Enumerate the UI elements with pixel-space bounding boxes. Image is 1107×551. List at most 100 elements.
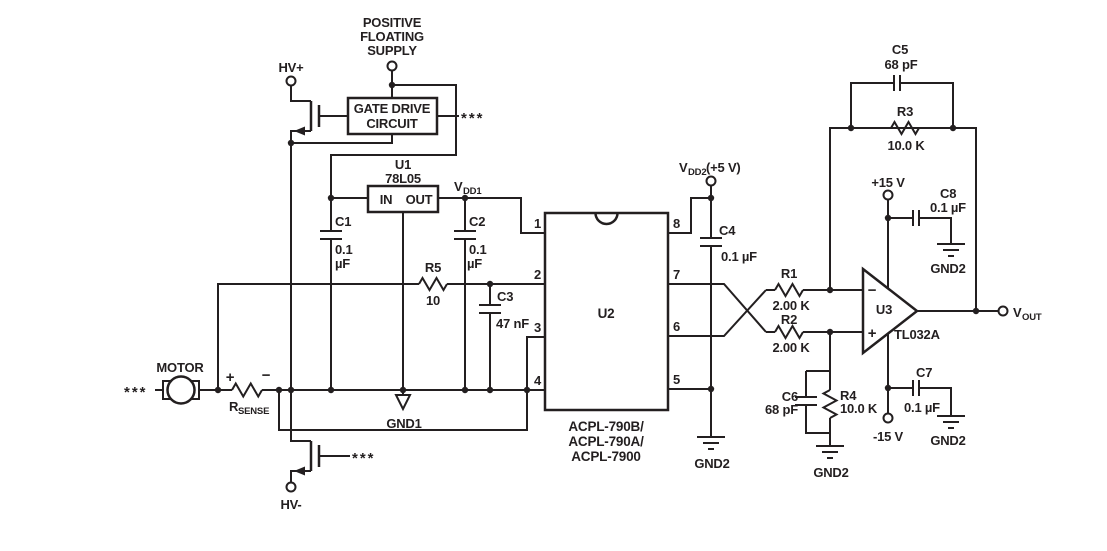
gnd1-label: GND1 [386, 416, 421, 431]
gate-drive-circuit-box [346, 96, 439, 136]
lower-mosfet [294, 441, 321, 476]
u1-in-pin-label: IN [380, 192, 393, 207]
gnd2-label-c7: GND2 [930, 433, 965, 448]
r2-resistor [774, 324, 804, 340]
gate-drive-asterisks: *** [461, 110, 485, 127]
u2-part-line3: ACPL-7900 [571, 449, 640, 464]
u2-isolation-amplifier-box [543, 211, 670, 412]
c8-ref-label: C8 [940, 186, 956, 201]
c6-capacitor [795, 396, 817, 406]
c5-value-label: 68 pF [885, 57, 918, 72]
minus15v-terminal [882, 412, 894, 424]
minus15v-label: -15 V [873, 429, 904, 444]
vdd2-label-sub: DD2 [688, 167, 706, 178]
r5-value-label: 10 [426, 293, 440, 308]
u2-pin8-number: 8 [673, 216, 680, 231]
gnd2-label-pin5: GND2 [694, 456, 729, 471]
r4-value-label: 10.0 K [840, 401, 878, 416]
gnd2-symbol-c6r4 [816, 445, 844, 459]
rsense-plus-sign: + [226, 369, 235, 386]
u2-pin3-number: 3 [534, 320, 541, 335]
vout-label-sub: OUT [1022, 312, 1042, 323]
u1-regulator-box [366, 184, 440, 214]
gate-drive-label-line1: GATE DRIVE [354, 101, 431, 116]
r4-resistor [821, 389, 839, 419]
c7-ref-label: C7 [916, 365, 932, 380]
c7-capacitor [912, 380, 920, 396]
r1-ref-label: R1 [781, 266, 797, 281]
u2-pin2-number: 2 [534, 267, 541, 282]
u3-opamp-triangle [861, 266, 920, 356]
u1-ref-label: U1 [395, 157, 411, 172]
r3-ref-label: R3 [897, 104, 913, 119]
hv-minus-label: HV- [280, 497, 301, 512]
hv-plus-label: HV+ [278, 60, 304, 75]
gnd2-label-c8: GND2 [930, 261, 965, 276]
gnd2-symbol-pin5 [697, 436, 725, 450]
u2-pin1-notch-icon [594, 212, 619, 226]
u2-part-line1: ACPL-790B/ [568, 419, 644, 434]
r2-value-label: 2.00 K [772, 340, 810, 355]
c3-value-label: 47 nF [496, 316, 529, 331]
c4-value-label: 0.1 µF [721, 249, 757, 264]
c5-capacitor [893, 75, 901, 91]
gnd2-symbol-c8 [937, 243, 965, 257]
vdd2-terminal [705, 175, 717, 187]
u3-part-label: TL032A [894, 327, 941, 342]
hv-minus-terminal [285, 481, 297, 493]
c6-value-label: 68 pF [765, 402, 798, 417]
lower-gate-asterisks: *** [352, 450, 376, 467]
r2-ref-label: R2 [781, 312, 797, 327]
c3-capacitor [479, 304, 501, 314]
motor-label: MOTOR [156, 360, 204, 375]
positive-floating-supply-label-line3: SUPPLY [367, 43, 417, 58]
rsense-label-base: R [229, 399, 239, 414]
u2-ref-label: U2 [598, 306, 615, 321]
rsense-minus-sign: − [262, 367, 271, 384]
u1-part-label: 78L05 [385, 171, 421, 186]
u3-noninverting-input-sign: + [868, 325, 877, 342]
vdd2-label-note: (+5 V) [706, 160, 741, 175]
r1-resistor [774, 282, 804, 298]
c8-value-label: 0.1 µF [930, 200, 966, 215]
r5-ref-label: R5 [425, 260, 441, 275]
positive-floating-supply-label-line1: POSITIVE [363, 15, 422, 30]
c6-ref-label: C6 [782, 389, 798, 404]
junction-dots [214, 81, 980, 394]
u2-pin5-number: 5 [673, 372, 680, 387]
c4-ref-label: C4 [719, 223, 736, 238]
positive-floating-supply-terminal [386, 60, 398, 72]
c2-ref-label: C2 [469, 214, 485, 229]
c7-value-label: 0.1 µF [904, 400, 940, 415]
u2-pin6-number: 6 [673, 319, 680, 334]
c1-value-line1: 0.1 [335, 242, 352, 257]
c2-value-line1: 0.1 [469, 242, 486, 257]
vdd1-label-sub: DD1 [463, 186, 482, 197]
vout-label-base: V [1013, 305, 1022, 320]
gnd2-symbol-c7 [937, 415, 965, 429]
c1-ref-label: C1 [335, 214, 351, 229]
r4-ref-label: R4 [840, 388, 857, 403]
vout-terminal [997, 305, 1009, 317]
c3-ref-label: C3 [497, 289, 513, 304]
c1-value-line2: µF [335, 256, 350, 271]
r3-resistor [890, 120, 920, 136]
r3-value-label: 10.0 K [887, 138, 925, 153]
motor-symbol [162, 375, 200, 405]
c8-capacitor [912, 210, 920, 226]
u3-ref-label: U3 [876, 302, 892, 317]
c5-ref-label: C5 [892, 42, 908, 57]
u2-pin1-number: 1 [534, 216, 541, 231]
u3-inverting-input-sign: − [868, 282, 877, 299]
rsense-resistor [231, 381, 263, 399]
hv-plus-terminal [285, 75, 297, 87]
r5-resistor [418, 276, 448, 292]
u2-part-line2: ACPL-790A/ [568, 434, 644, 449]
c4-capacitor [700, 237, 722, 247]
vdd1-label-base: V [454, 179, 463, 194]
gnd2-label-c6r4: GND2 [813, 465, 848, 480]
c1-capacitor [320, 230, 342, 240]
vdd2-label-base: V [679, 160, 688, 175]
